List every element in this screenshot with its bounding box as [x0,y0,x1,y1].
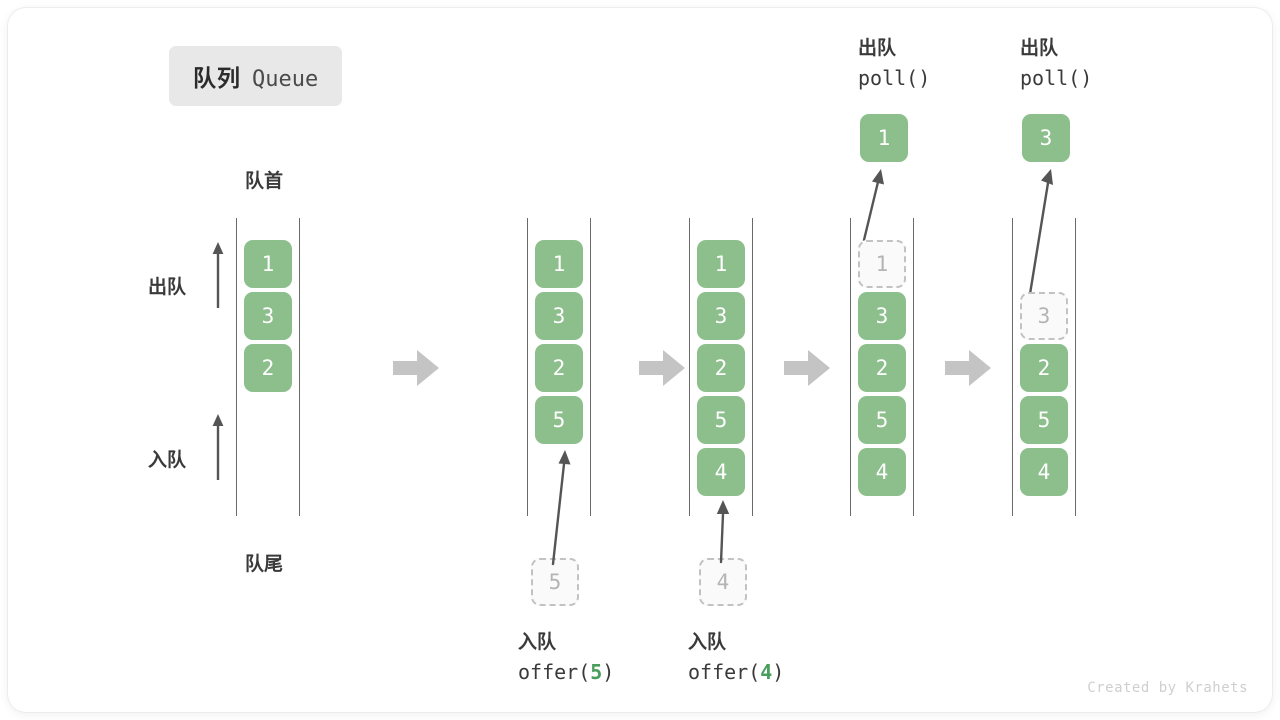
rail-right [590,218,591,516]
enqueue-motion-arrow [716,500,730,564]
queue-cell: 2 [535,344,583,392]
operation-label-offer-4: 入队 offer(4) [688,628,784,688]
rail-left [689,218,690,516]
queue-cell-removed: 3 [1020,292,1068,340]
queue-cell: 1 [244,240,292,288]
queue-cell: 1 [697,240,745,288]
step-arrow [945,350,991,386]
operation-name: 出队 [1020,38,1059,59]
label-enqueue: 入队 [148,450,187,471]
rail-left [236,218,237,516]
operation-code: poll() [858,66,931,91]
credit-text: Created by Krahets [1087,680,1248,696]
dequeue-motion-arrow [1028,169,1053,296]
dequeue-direction-arrow [212,242,224,308]
queue-cell: 4 [697,448,745,496]
queue-cell: 3 [697,292,745,340]
queue-state-after-poll-3: 3 2 5 4 [1012,218,1076,516]
queue-cell: 2 [697,344,745,392]
title-chinese: 队列 [193,65,241,91]
operation-label-poll-3: 出队 poll() [1020,34,1092,94]
operation-label-poll-1: 出队 poll() [858,34,930,94]
enqueue-motion-arrow [551,450,571,566]
queue-cell-removed: 1 [858,240,906,288]
step-arrow [784,350,830,386]
dequeue-motion-arrow [862,169,884,242]
queue-cell: 2 [244,344,292,392]
rail-left [527,218,528,516]
incoming-element-ghost: 5 [531,558,579,606]
queue-cell: 4 [1020,448,1068,496]
queue-cell: 5 [535,396,583,444]
title-english: Queue [252,67,319,92]
queue-cell: 5 [1020,396,1068,444]
outgoing-element: 1 [860,114,908,162]
incoming-element-ghost: 4 [699,558,747,606]
diagram-stage: 队列 Queue 队首 队尾 出队 入队 1 3 2 1 3 2 5 5 [8,8,1272,712]
label-front: 队首 [245,171,284,192]
operation-code: offer(5) [518,660,615,685]
operation-code: poll() [1020,66,1093,91]
label-rear: 队尾 [245,554,284,575]
rail-right [913,218,914,516]
operation-name: 入队 [518,632,557,653]
queue-cell: 5 [697,396,745,444]
rail-right [299,218,300,516]
diagram-card: 队列 Queue 队首 队尾 出队 入队 1 3 2 1 3 2 5 5 [8,8,1272,712]
label-dequeue: 出队 [148,277,187,298]
queue-cell: 1 [535,240,583,288]
queue-state-after-offer-4: 1 3 2 5 4 [689,218,753,516]
queue-state-initial: 1 3 2 [236,218,300,516]
diagram-title-badge: 队列 Queue [169,46,343,106]
rail-left [850,218,851,516]
outgoing-element: 3 [1022,114,1070,162]
queue-cell: 3 [244,292,292,340]
operation-label-offer-5: 入队 offer(5) [518,628,614,688]
enqueue-direction-arrow [212,414,224,480]
step-arrow [393,350,439,386]
operation-name: 出队 [858,38,897,59]
queue-cell: 3 [535,292,583,340]
rail-left [1012,218,1013,516]
queue-cell: 5 [858,396,906,444]
rail-right [1075,218,1076,516]
queue-state-after-poll-1: 1 3 2 5 4 [850,218,914,516]
operation-name: 入队 [688,632,727,653]
queue-cell: 3 [858,292,906,340]
queue-cell: 2 [1020,344,1068,392]
operation-code: offer(4) [688,660,785,685]
queue-cell: 2 [858,344,906,392]
step-arrow [639,350,685,386]
queue-state-after-offer-5: 1 3 2 5 [527,218,591,516]
rail-right [752,218,753,516]
queue-cell: 4 [858,448,906,496]
